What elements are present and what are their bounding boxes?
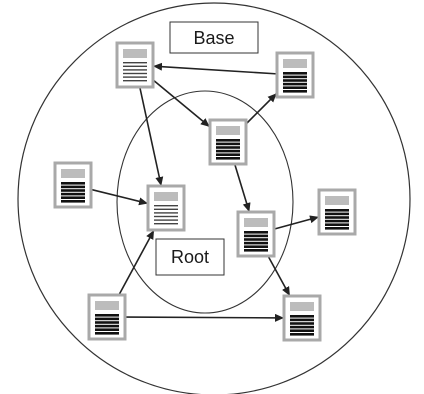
document-icon xyxy=(53,161,93,209)
document-icon xyxy=(282,294,322,342)
document-icon xyxy=(208,118,248,166)
document-icon xyxy=(146,184,186,232)
base-label: Base xyxy=(169,21,259,54)
edge-n4-n5 xyxy=(90,188,148,206)
base-region xyxy=(17,2,411,394)
base-label-text: Base xyxy=(193,28,234,48)
node-layer xyxy=(53,41,357,342)
document-icon xyxy=(275,51,315,99)
edge-n9-n5 xyxy=(118,230,155,296)
document-icon xyxy=(317,188,357,236)
edge-n3-n6 xyxy=(233,163,251,212)
edge-n2-n1 xyxy=(153,62,278,75)
edge-n9-n8 xyxy=(124,313,284,322)
document-icon xyxy=(236,210,276,258)
document-icon xyxy=(87,293,127,341)
document-icon xyxy=(115,41,155,89)
edge-n3-n2 xyxy=(245,93,277,125)
root-label: Root xyxy=(155,238,225,276)
edge-layer xyxy=(90,62,319,322)
root-label-text: Root xyxy=(171,247,209,267)
edge-n6-n7 xyxy=(273,215,319,230)
edge-n6-n8 xyxy=(267,255,291,296)
edge-n1-n3 xyxy=(152,79,210,127)
root-region xyxy=(116,90,294,314)
edge-n1-n5 xyxy=(138,86,164,186)
